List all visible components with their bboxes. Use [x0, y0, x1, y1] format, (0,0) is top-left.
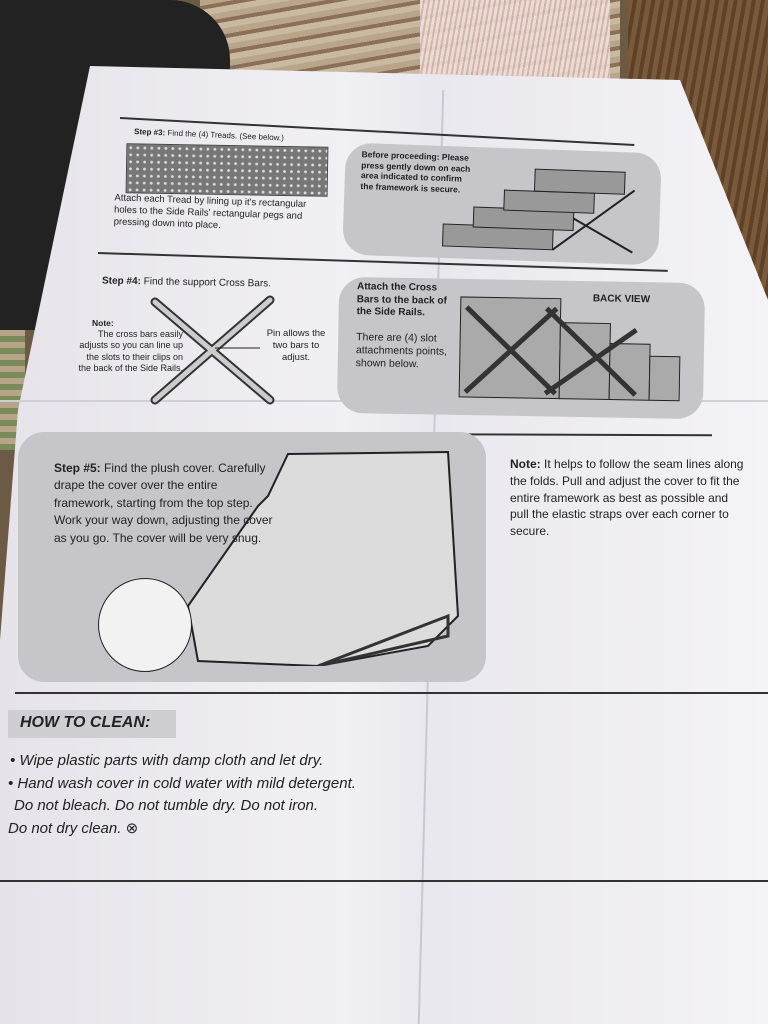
step4-callout-bold: Attach the Cross Bars to the back of the…: [356, 281, 447, 319]
step5-label: Step #5:: [54, 461, 101, 475]
step5-note-text: It helps to follow the seam lines along …: [510, 457, 744, 539]
step5-note-label: Note:: [510, 457, 541, 471]
step4-note-label: Note:: [92, 318, 114, 328]
clean-line-1: • Wipe plastic parts with damp cloth and…: [10, 752, 324, 769]
step4-pin-text: Pin allows the two bars to adjust.: [266, 328, 326, 363]
rug-fringe: [420, 0, 610, 85]
corner-detail-circle: [98, 578, 192, 672]
step3-attach-text: Attach each Tread by lining up it's rect…: [113, 192, 307, 231]
cleaning-instructions: • Wipe plastic parts with damp cloth and…: [8, 750, 356, 840]
step4-callout-panel: Attach the Cross Bars to the back of the…: [336, 276, 706, 420]
divider: [15, 692, 768, 694]
back-view-illustration: [458, 296, 681, 402]
step4-text: Find the support Cross Bars.: [143, 276, 272, 290]
step4-callout-text: There are (4) slot attachments points, s…: [355, 331, 448, 371]
clean-line-4: Do not dry clean.: [8, 819, 122, 837]
step3-callout-panel: Before proceeding: Please press gently d…: [342, 142, 662, 266]
clean-line-2: • Hand wash cover in cold water with mil…: [8, 774, 356, 792]
step5-note: Note: It helps to follow the seam lines …: [510, 456, 745, 540]
step5-text: Find the plush cover. Carefully drape th…: [54, 461, 273, 545]
how-to-clean-banner: [8, 710, 176, 738]
step4-label: Step #4:: [101, 275, 142, 288]
no-dry-clean-icon: ⊗: [125, 819, 139, 837]
step3-label: Step #3:: [133, 126, 166, 138]
step5-text-block: Step #5: Find the plush cover. Carefully…: [54, 460, 274, 547]
how-to-clean-heading: HOW TO CLEAN:: [20, 714, 151, 731]
cross-bars-illustration: [150, 295, 275, 405]
tread-illustration: [125, 143, 329, 197]
step5-panel: Step #5: Find the plush cover. Carefully…: [18, 432, 486, 682]
step4-note-text: The cross bars easily adjusts so you can…: [78, 329, 183, 373]
plush-cover-illustration: [186, 450, 460, 666]
clean-line-3: Do not bleach. Do not tumble dry. Do not…: [14, 797, 319, 814]
steps-frame-illustration: [441, 168, 636, 254]
divider: [0, 880, 768, 882]
